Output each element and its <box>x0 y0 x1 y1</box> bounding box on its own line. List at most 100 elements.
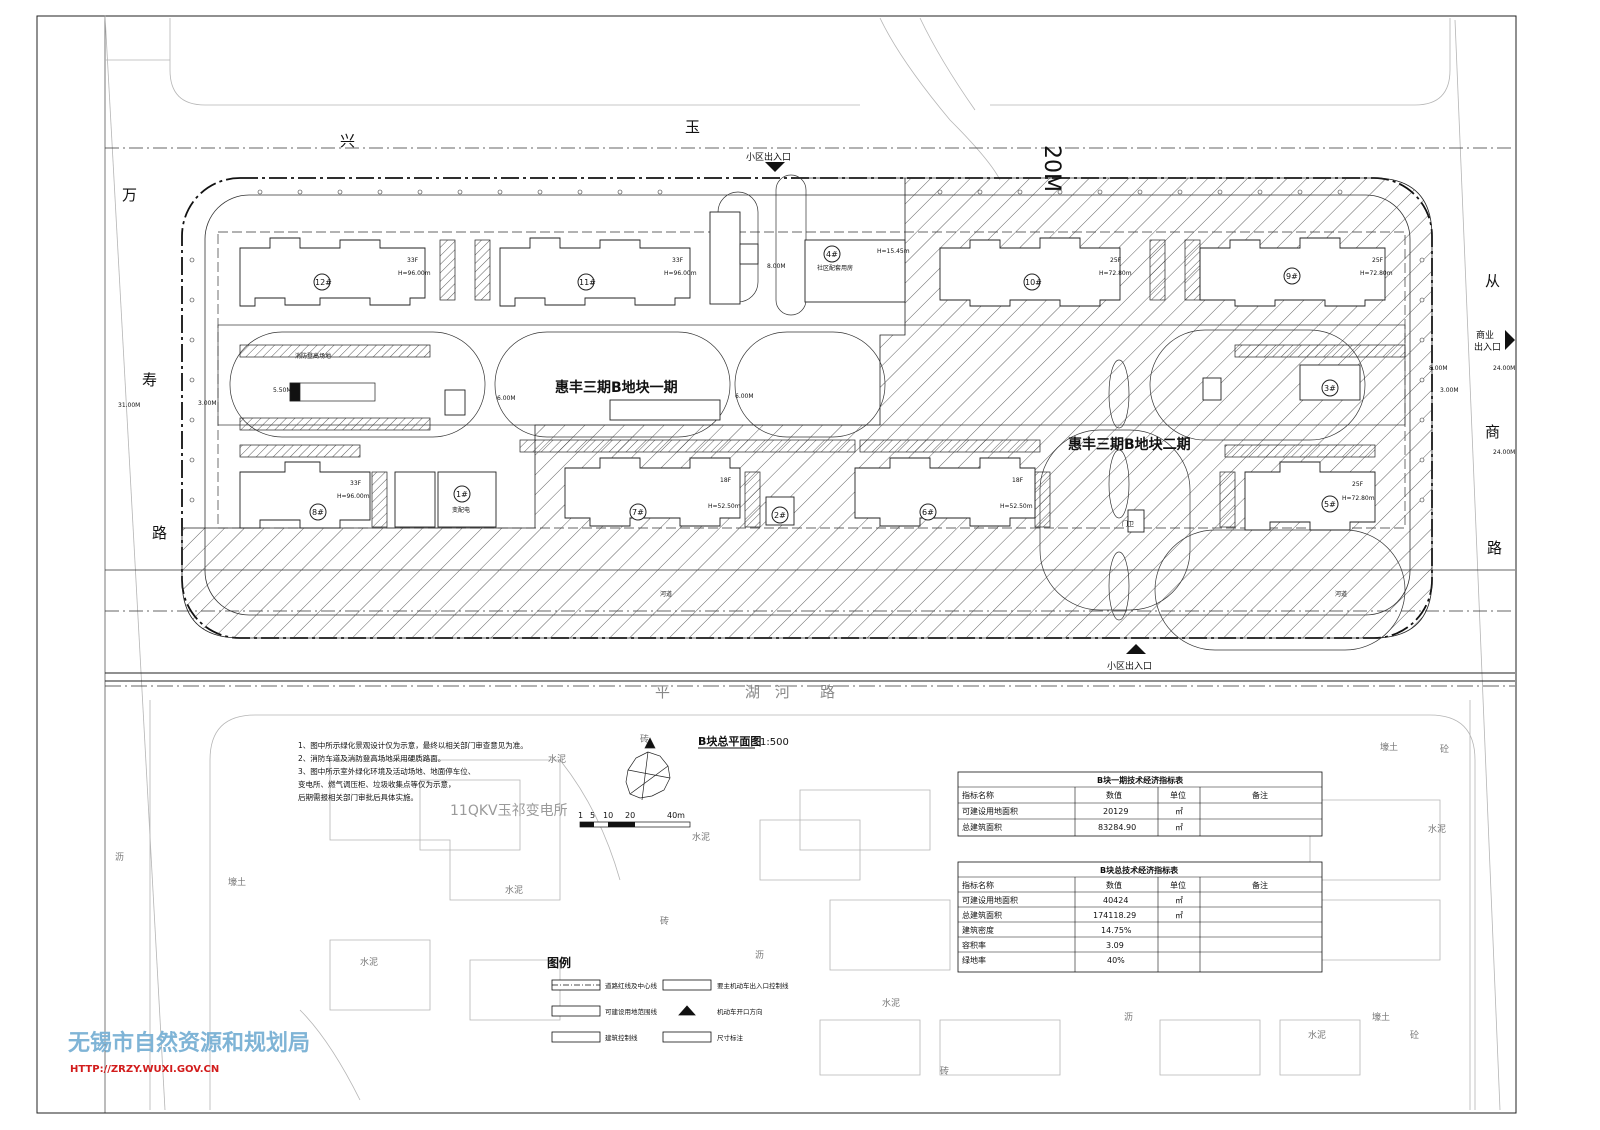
table-overall-indicators: B块总技术经济指标表 指标名称 数值 单位 备注 可建设用地面积 40424 ㎡… <box>957 861 1323 973</box>
floor-height-labels: 33F 33F 25F 25F 33F 18F 18F 25F H=96.00m… <box>337 248 1393 510</box>
svg-text:消防登高场地: 消防登高场地 <box>295 352 331 360</box>
svg-text:备注: 备注 <box>1252 880 1268 890</box>
road-width-label: 20M <box>1039 145 1064 192</box>
plan-scale: 1:500 <box>760 737 789 748</box>
svg-text:单位: 单位 <box>1170 790 1186 800</box>
road-label-north-1: 兴 <box>340 132 355 150</box>
svg-text:㎡: ㎡ <box>1175 823 1183 832</box>
svg-text:单位: 单位 <box>1170 880 1186 890</box>
svg-text:40m: 40m <box>667 811 685 820</box>
svg-text:6#: 6# <box>922 508 934 517</box>
svg-text:㎡: ㎡ <box>1175 807 1183 816</box>
svg-text:6.00M: 6.00M <box>735 393 754 400</box>
svg-text:沥: 沥 <box>755 950 764 961</box>
svg-text:6.00M: 6.00M <box>497 395 516 402</box>
svg-text:可建设用地范围线: 可建设用地范围线 <box>605 1007 658 1016</box>
svg-text:1: 1 <box>578 811 583 820</box>
svg-text:25F: 25F <box>1352 481 1364 488</box>
svg-text:3、图中所示室外绿化环境及活动场地、地面停车位、: 3、图中所示室外绿化环境及活动场地、地面停车位、 <box>298 766 475 776</box>
svg-text:水泥: 水泥 <box>1428 823 1446 835</box>
svg-text:4#: 4# <box>826 250 838 259</box>
svg-text:门卫: 门卫 <box>1122 520 1134 528</box>
road-label-south-3: 河 <box>775 683 790 701</box>
svg-text:3.00M: 3.00M <box>198 400 217 407</box>
svg-text:3#: 3# <box>1324 384 1336 393</box>
east-entrance-arrow <box>1505 330 1515 350</box>
svg-text:1、图中所示绿化景观设计仅为示意，最终以相关部门审查意见为准: 1、图中所示绿化景观设计仅为示意，最终以相关部门审查意见为准。 <box>298 740 528 750</box>
legend: 图例 道路红线及中心线 要主机动车出入口控制线 可建设用地范围线 机动车开口方向… <box>547 955 789 1043</box>
svg-text:25F: 25F <box>1372 257 1384 264</box>
south-entrance-label: 小区出入口 <box>1107 660 1152 672</box>
svg-text:备注: 备注 <box>1252 790 1268 800</box>
svg-text:建筑控制线: 建筑控制线 <box>605 1033 638 1042</box>
svg-text:图例: 图例 <box>547 955 571 970</box>
svg-text:8#: 8# <box>312 508 324 517</box>
road-label-east-1: 从 <box>1485 272 1500 290</box>
svg-text:㎡: ㎡ <box>1175 911 1183 920</box>
svg-text:H=52.50m: H=52.50m <box>708 503 741 510</box>
svg-text:10#: 10# <box>1025 278 1042 287</box>
fire-lane-loops <box>229 174 1406 651</box>
svg-text:24.00M: 24.00M <box>1493 449 1515 456</box>
svg-text:8.00M: 8.00M <box>767 263 786 270</box>
svg-text:壕土: 壕土 <box>1372 1011 1390 1023</box>
svg-text:33F: 33F <box>672 257 684 264</box>
svg-text:12#: 12# <box>315 278 332 287</box>
svg-text:水泥: 水泥 <box>548 753 566 765</box>
svg-text:砖: 砖 <box>640 733 649 745</box>
ground-mark-labels: 水泥 水泥 水泥 水泥 水泥 水泥 水泥 砖 砖 砖 砼 砼 壕土 壕土 壕土 … <box>115 733 1449 1077</box>
dimension-labels: 8.00M 6.00M 31.00M 3.00M 24.00M 24.00M 8… <box>118 263 1515 456</box>
svg-text:沥: 沥 <box>1124 1012 1133 1023</box>
substation-context-label: 11QKV玉祁变电所 <box>450 803 568 819</box>
svg-text:水泥: 水泥 <box>1308 1029 1326 1041</box>
central-strip <box>217 324 1406 426</box>
svg-text:变配电: 变配电 <box>452 506 470 514</box>
road-label-east-3: 路 <box>1487 539 1502 557</box>
svg-text:总建筑面积: 总建筑面积 <box>962 910 1002 920</box>
svg-text:H=96.00m: H=96.00m <box>398 270 431 277</box>
svg-text:砖: 砖 <box>940 1065 949 1077</box>
road-label-west-1: 万 <box>122 186 137 204</box>
svg-text:1#: 1# <box>456 490 468 499</box>
south-buildings <box>239 364 1376 533</box>
general-notes: 1、图中所示绿化景观设计仅为示意，最终以相关部门审查意见为准。 2、消防车道及消… <box>298 740 528 802</box>
svg-text:砼: 砼 <box>1410 1029 1419 1041</box>
facility-labels: 社区配套用房 变配电 门卫 河道 河道 消防登高场地 <box>295 264 1347 598</box>
parking-stalls <box>239 239 1406 528</box>
svg-text:83284.90: 83284.90 <box>1098 823 1136 832</box>
svg-text:壕土: 壕土 <box>228 876 246 888</box>
svg-text:H=72.80m: H=72.80m <box>1099 270 1132 277</box>
svg-text:水泥: 水泥 <box>505 884 523 896</box>
svg-text:建筑密度: 建筑密度 <box>962 925 994 935</box>
svg-text:B块总技术经济指标表: B块总技术经济指标表 <box>1100 865 1179 875</box>
svg-text:数值: 数值 <box>1106 790 1122 800</box>
svg-text:总建筑面积: 总建筑面积 <box>962 822 1002 832</box>
plan-title: B块总平面图 <box>698 734 761 748</box>
plot-label-phase2: 惠丰三期B地块二期 <box>1068 436 1191 453</box>
plot-label-phase1: 惠丰三期B地块一期 <box>555 379 678 396</box>
svg-text:14.75%: 14.75% <box>1101 926 1132 935</box>
svg-text:数值: 数值 <box>1106 880 1122 890</box>
svg-text:可建设用地面积: 可建设用地面积 <box>962 895 1018 905</box>
svg-text:H=72.80m: H=72.80m <box>1342 495 1375 502</box>
svg-text:砼: 砼 <box>1440 743 1449 755</box>
svg-text:9#: 9# <box>1286 272 1298 281</box>
road-label-south-2: 湖 <box>745 683 760 701</box>
svg-text:5: 5 <box>590 811 595 820</box>
table-phase1-indicators: B块一期技术经济指标表 指标名称 数值 单位 备注 可建设用地面积 20129 … <box>957 771 1323 837</box>
watermark-org: 无锡市自然资源和规划局 <box>68 1030 310 1056</box>
svg-text:绿地率: 绿地率 <box>962 955 986 965</box>
svg-text:2#: 2# <box>774 511 786 520</box>
svg-text:40%: 40% <box>1107 956 1125 965</box>
east-entrance-label-1: 商业 <box>1476 329 1494 341</box>
north-buildings <box>239 211 1386 307</box>
south-entrance-arrow <box>1126 644 1146 654</box>
svg-text:7#: 7# <box>632 508 644 517</box>
svg-text:水泥: 水泥 <box>692 831 710 843</box>
svg-text:尺寸标注: 尺寸标注 <box>717 1033 744 1042</box>
svg-text:40424: 40424 <box>1103 896 1128 905</box>
svg-text:河道: 河道 <box>1335 590 1347 598</box>
svg-text:砖: 砖 <box>660 915 669 927</box>
svg-text:河道: 河道 <box>660 590 672 598</box>
